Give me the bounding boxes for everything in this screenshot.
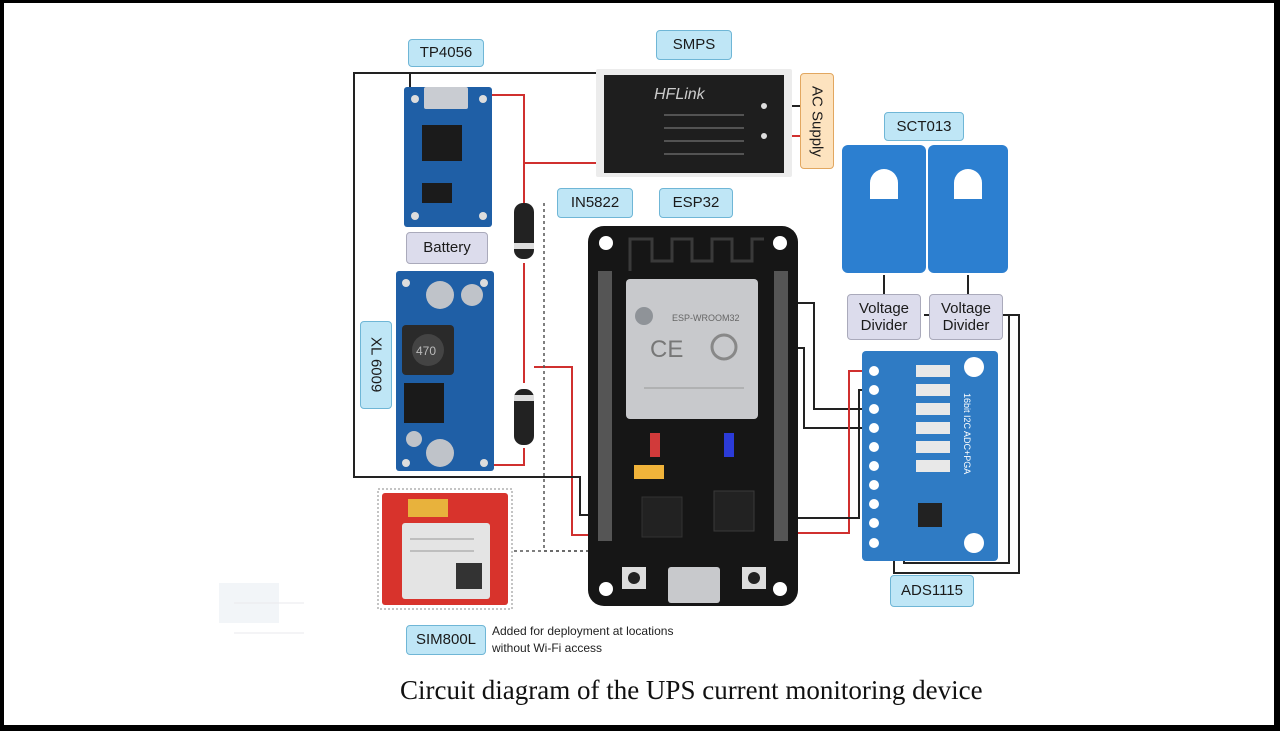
circuit-drawing: HFLink 470 ESP-WROOM3: [219, 69, 1020, 634]
sim800l-note: Added for deployment at locations withou…: [492, 624, 674, 655]
ac-supply-label: AC Supply: [800, 73, 834, 169]
wires: [353, 72, 1020, 574]
xl6009-module: 470: [396, 271, 494, 471]
figure-caption: Circuit diagram of the UPS current monit…: [400, 675, 983, 705]
wire-esp-ads-1: [794, 302, 874, 410]
wire-esp32-power: [534, 366, 600, 536]
sim800l-module: [377, 488, 513, 610]
tp4056-module: [404, 87, 492, 227]
svg-text:CE: CE: [650, 336, 683, 363]
dashed-lead: [543, 203, 594, 552]
sct013-label: SCT013: [884, 112, 964, 141]
sct013-sensor-1: [842, 145, 926, 273]
wire-top-black: [354, 72, 600, 83]
diagram-canvas: HFLink 470 ESP-WROOM3: [4, 3, 1274, 725]
sct013-sensor-2: [928, 145, 1008, 273]
diode-bottom: [514, 389, 534, 445]
wire-tp4056-smps-red: [484, 94, 604, 164]
wire-esp-ads-vdd: [794, 370, 874, 534]
esp32-label: ESP32: [659, 188, 733, 218]
battery-label: Battery: [406, 232, 488, 264]
voltage-divider-1-label: Voltage Divider: [847, 294, 921, 340]
smps-module: HFLink: [596, 69, 792, 177]
wire-esp-ads-2: [794, 347, 874, 429]
diode-top: [514, 203, 534, 259]
esp32-board: ESP-WROOM32 CE: [588, 226, 798, 606]
smps-label: SMPS: [656, 30, 732, 60]
ads1115-label: ADS1115: [890, 575, 974, 607]
svg-text:HFLink: HFLink: [654, 86, 706, 103]
svg-text:16bit I2C ADC+PGA: 16bit I2C ADC+PGA: [962, 393, 972, 474]
tp4056-label: TP4056: [408, 39, 484, 67]
background-smudge: [219, 583, 304, 634]
sim800l-label: SIM800L: [406, 625, 486, 655]
svg-text:ESP-WROOM32: ESP-WROOM32: [672, 313, 740, 323]
in5822-label: IN5822: [557, 188, 633, 218]
voltage-divider-2-label: Voltage Divider: [929, 294, 1003, 340]
svg-text:470: 470: [416, 344, 436, 358]
xl6009-label: XL 6009: [360, 321, 392, 409]
ads1115-module: 16bit I2C ADC+PGA: [862, 351, 998, 561]
